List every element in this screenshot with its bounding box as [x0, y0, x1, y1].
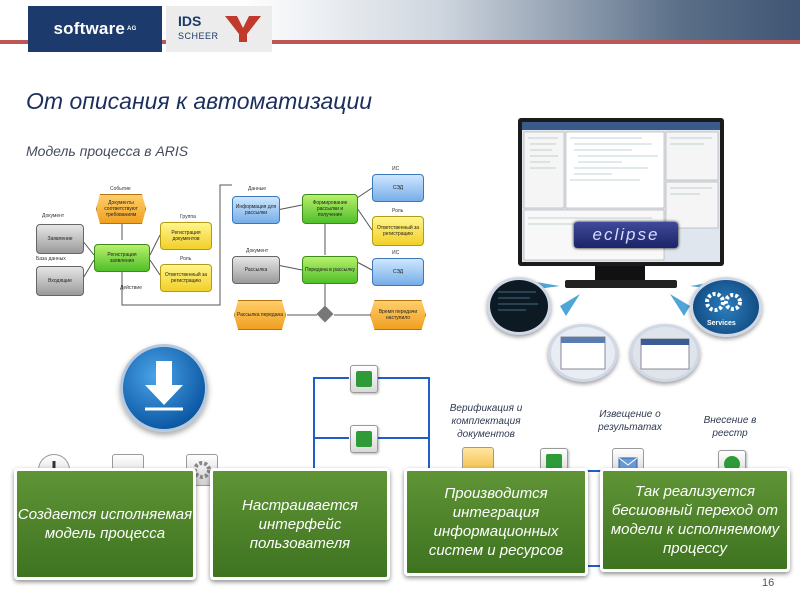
eclipse-logo: eclipse — [574, 222, 678, 248]
monitor-stand — [595, 266, 645, 280]
aris-document-node: Заявление — [36, 224, 84, 254]
aris-tag: Документ — [42, 213, 65, 219]
partner-logo-line1: IDS — [178, 13, 202, 29]
step-card: Создается исполняемая модель процесса — [14, 468, 196, 580]
flow-line — [378, 437, 430, 439]
step-card: Производится интеграция информационных с… — [404, 468, 588, 576]
aris-tag: Группа — [180, 214, 196, 220]
aris-event-node: Время передачи наступило — [370, 300, 426, 330]
logo-brand-suffix: AG — [127, 26, 137, 32]
aris-tag: Событие — [110, 186, 131, 192]
services-circle: Services — [690, 277, 762, 337]
aris-tag: ИС — [392, 166, 400, 172]
arrow-down-icon — [145, 361, 183, 411]
services-label: Services — [707, 320, 736, 327]
aris-document-node: Рассылка — [232, 256, 280, 284]
flow-line — [313, 377, 349, 379]
aris-role-node: Ответственный за регистрацию — [160, 264, 212, 292]
task-check-icon — [350, 365, 378, 393]
aris-tag: Действие — [120, 285, 142, 291]
verify-label: Верификация и комплектация документов — [449, 403, 523, 440]
aris-system-node: СЭД — [372, 174, 424, 202]
aris-database-node: Входящие — [36, 266, 84, 296]
ids-y-mark-icon — [224, 16, 261, 42]
flow-line — [428, 377, 430, 472]
download-button[interactable] — [120, 344, 208, 432]
console-screenshot-circle — [487, 277, 551, 335]
aris-role-node: Регистрация документов — [160, 222, 212, 250]
form-screenshot-circle — [548, 324, 618, 382]
aris-tag: Документ — [246, 248, 269, 254]
step-card: Настраивается интерфейс пользователя — [210, 468, 390, 580]
aris-event-node: Документы соответствуют требованиям — [96, 194, 146, 224]
aris-function-node: Передача в рассылку — [302, 256, 358, 284]
dialog-screenshot-circle — [630, 324, 700, 382]
aris-connectors — [81, 184, 373, 323]
flow-line — [586, 470, 608, 472]
task-check-icon — [350, 425, 378, 453]
ids-scheer-logo: IDS SCHEER — [166, 6, 272, 52]
page-title: От описания к автоматизации — [26, 88, 373, 114]
notify-label: Извещение о результатах — [598, 409, 662, 433]
slide-number: 16 — [762, 577, 775, 589]
register-label: Внесение в реестр — [703, 415, 757, 439]
aris-tag: Данные — [248, 186, 267, 192]
logo-brand-text: software — [53, 19, 126, 38]
flow-line — [378, 377, 430, 379]
aris-system-node: СЭД — [372, 258, 424, 286]
aris-role-node: Ответственный за регистрацию — [372, 216, 424, 246]
monitor-base — [565, 280, 677, 288]
aris-event-node: Рассылка передана — [234, 300, 286, 330]
aris-tag: Роль — [180, 256, 192, 262]
header-divider — [0, 40, 800, 44]
aris-tag: ИС — [392, 250, 400, 256]
aris-function-node: Регистрация заявления — [94, 244, 150, 272]
flow-line — [313, 437, 349, 439]
aris-function-node: Формирование рассылки и получение — [302, 194, 358, 224]
flow-line — [586, 565, 608, 567]
section-subtitle: Модель процесса в ARIS — [26, 143, 189, 159]
partner-logo-line2: SCHEER — [178, 31, 219, 41]
aris-tag: База данных — [36, 256, 66, 262]
aris-tag: Роль — [392, 208, 404, 214]
gear-icon — [705, 292, 742, 312]
aris-process-diagram: Документ Событие Группа Роль База данных… — [22, 160, 432, 340]
step-card: Так реализуется бесшовный переход от мод… — [600, 468, 790, 572]
aris-data-node: Информация для рассылки — [232, 196, 280, 224]
